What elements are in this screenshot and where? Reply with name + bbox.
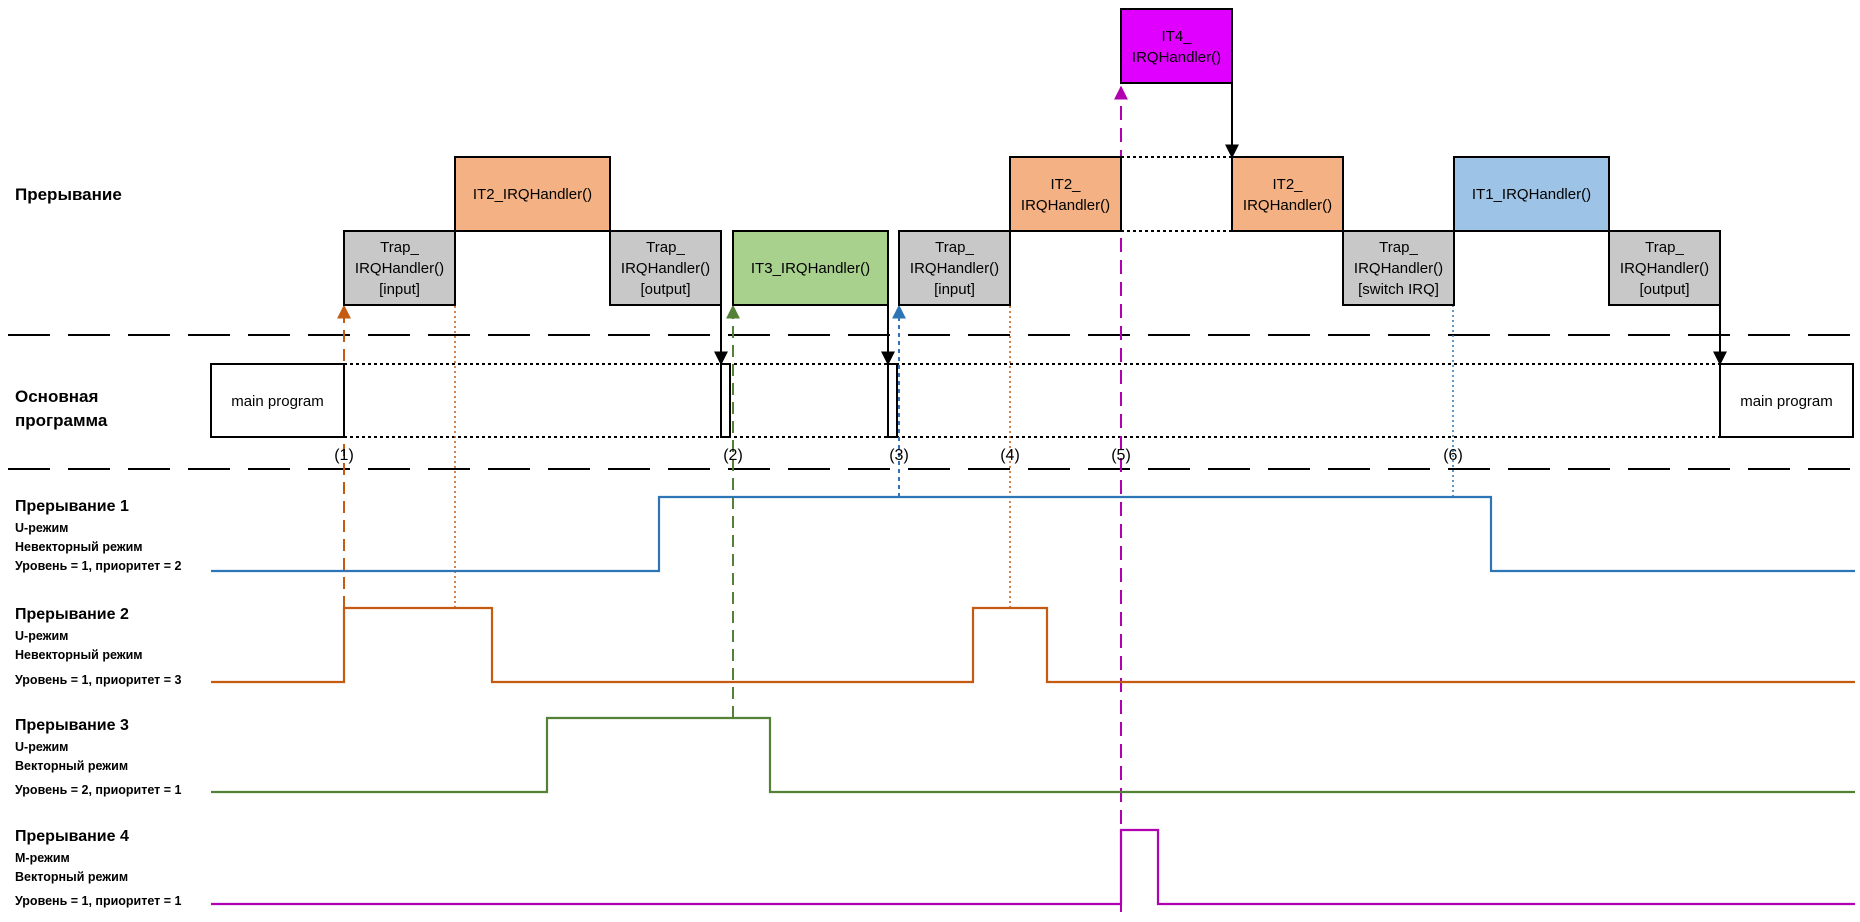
trap-input-2-line3: [input] <box>934 281 975 298</box>
it2-c-line1: IT2_ <box>1272 176 1303 193</box>
trap-output-box-2: Trap_ IRQHandler() [output] <box>1608 230 1721 306</box>
signal1-vector: Невекторный режим <box>15 540 143 554</box>
trap-input-box-1: Trap_ IRQHandler() [input] <box>343 230 456 306</box>
signal2-title: Прерывание 2 <box>15 606 129 623</box>
it2-a-line1: IT2_IRQHandler() <box>473 186 592 203</box>
it2-handler-box-c: IT2_ IRQHandler() <box>1231 156 1344 232</box>
main-right-label: main program <box>1740 393 1833 410</box>
trap-switch-box: Trap_ IRQHandler() [switch IRQ] <box>1342 230 1455 306</box>
main-program-box-right: main program <box>1719 363 1854 438</box>
signal3-waveform <box>211 716 1855 794</box>
signal3-mode: U-режим <box>15 740 68 754</box>
trap-input-1-line3: [input] <box>379 281 420 298</box>
signal3-title: Прерывание 3 <box>15 717 129 734</box>
signal3-level: Уровень = 2, приоритет = 1 <box>15 783 182 797</box>
signal2-vector: Невекторный режим <box>15 648 143 662</box>
it2-b-line1: IT2_ <box>1050 176 1081 193</box>
trap-switch-line1: Trap_ <box>1379 239 1418 256</box>
trap-output-2-line3: [output] <box>1639 281 1689 298</box>
signal4-waveform <box>211 828 1855 906</box>
trap-output-2-line2: IRQHandler() <box>1620 260 1709 277</box>
signal2-waveform <box>211 606 1855 684</box>
main-left-label: main program <box>231 393 324 410</box>
it1-handler-box: IT1_IRQHandler() <box>1453 156 1610 232</box>
signal1-level: Уровень = 1, приоритет = 2 <box>15 559 182 573</box>
it3-handler-box: IT3_IRQHandler() <box>732 230 889 306</box>
signal4-title: Прерывание 4 <box>15 828 129 845</box>
it2-handler-box-a: IT2_IRQHandler() <box>454 156 611 232</box>
main-program-slice-3 <box>887 363 898 438</box>
marker-3: (3) <box>889 447 909 464</box>
trap-output-2-line1: Trap_ <box>1645 239 1684 256</box>
it2-handler-box-b: IT2_ IRQHandler() <box>1009 156 1122 232</box>
signal1-mode: U-режим <box>15 521 68 535</box>
section-main-label-line2: программа <box>15 411 108 430</box>
trap-input-1-line1: Trap_ <box>380 239 419 256</box>
signal3-vector: Векторный режим <box>15 759 128 773</box>
signal4-mode: М-режим <box>15 851 70 865</box>
trap-switch-line2: IRQHandler() <box>1354 260 1443 277</box>
signal1-waveform <box>211 495 1855 573</box>
marker-2: (2) <box>723 447 743 464</box>
it4-line1: IT4_ <box>1161 28 1192 45</box>
signal4-vector: Векторный режим <box>15 870 128 884</box>
it3-line1: IT3_IRQHandler() <box>751 260 870 277</box>
trap-input-2-line1: Trap_ <box>935 239 974 256</box>
trap-output-1-line1: Trap_ <box>646 239 685 256</box>
trap-input-box-2: Trap_ IRQHandler() [input] <box>898 230 1011 306</box>
section-main-label-line1: Основная <box>15 387 98 406</box>
it4-line2: IRQHandler() <box>1132 49 1221 66</box>
main-program-box-left: main program <box>210 363 345 438</box>
signal2-level: Уровень = 1, приоритет = 3 <box>15 673 182 687</box>
trap-input-2-line2: IRQHandler() <box>910 260 999 277</box>
trap-output-1-line3: [output] <box>640 281 690 298</box>
trap-switch-line3: [switch IRQ] <box>1358 281 1439 298</box>
it1-line1: IT1_IRQHandler() <box>1472 186 1591 203</box>
marker-6: (6) <box>1443 447 1463 464</box>
trap-input-1-line2: IRQHandler() <box>355 260 444 277</box>
marker-5: (5) <box>1111 447 1131 464</box>
it2-b-line2: IRQHandler() <box>1021 197 1110 214</box>
marker-1: (1) <box>334 447 354 464</box>
trap-output-box-1: Trap_ IRQHandler() [output] <box>609 230 722 306</box>
signal2-mode: U-режим <box>15 629 68 643</box>
signal4-level: Уровень = 1, приоритет = 1 <box>15 894 182 908</box>
it2-c-line2: IRQHandler() <box>1243 197 1332 214</box>
signal1-title: Прерывание 1 <box>15 498 129 515</box>
section-interrupt-label: Прерывание <box>15 185 122 204</box>
trap-output-1-line2: IRQHandler() <box>621 260 710 277</box>
main-program-slice-2 <box>720 363 731 438</box>
it4-handler-box: IT4_ IRQHandler() <box>1120 8 1233 84</box>
marker-4: (4) <box>1000 447 1020 464</box>
